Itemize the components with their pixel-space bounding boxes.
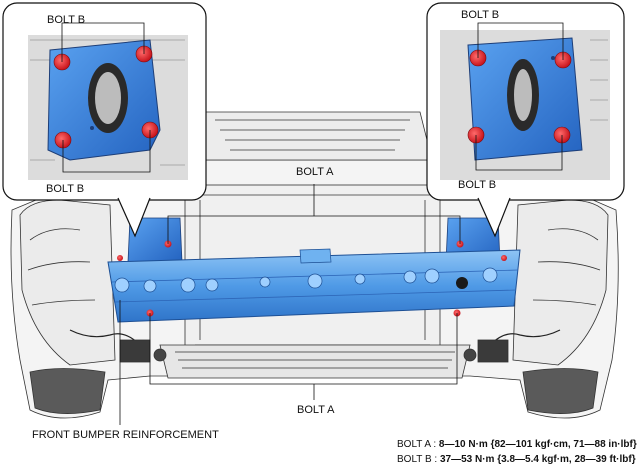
spec-bolt-b-value: 37—53 N·m {3.8—5.4 kgf·m, 28—39 ft·lbf} <box>439 454 636 465</box>
right-inset <box>426 2 625 201</box>
bolt-b-marker <box>117 255 123 261</box>
label-front-bumper-reinforcement: FRONT BUMPER REINFORCEMENT <box>32 429 219 441</box>
spec-bolt-a: BOLT A : 8—10 N·m {82—101 kgf·cm, 71—88 … <box>397 439 637 450</box>
left-inset-pointer <box>117 197 151 238</box>
left-inset <box>2 2 207 201</box>
spec-bolt-a-value: 8—10 N·m {82—101 kgf·cm, 71—88 in·lbf} <box>438 439 637 450</box>
label-bolt-b-right-top: BOLT B <box>461 9 500 21</box>
label-bolt-b-left-top: BOLT B <box>47 14 86 26</box>
right-inset-pointer <box>477 197 511 238</box>
label-bolt-b-left-bottom: BOLT B <box>46 183 85 195</box>
bolt-b-marker <box>501 255 507 261</box>
spec-bolt-b-name: BOLT B : <box>397 454 438 465</box>
bolt-a-leaders <box>119 184 461 425</box>
spec-bolt-b: BOLT B : 37—53 N·m {3.8—5.4 kgf·m, 28—39… <box>397 454 636 465</box>
front-bumper-reinforcement <box>107 248 521 323</box>
spec-bolt-a-name: BOLT A : <box>397 439 437 450</box>
label-bolt-b-right-bottom: BOLT B <box>458 179 497 191</box>
label-bolt-a-top: BOLT A <box>296 166 334 178</box>
label-bolt-a-bottom: BOLT A <box>297 404 335 416</box>
